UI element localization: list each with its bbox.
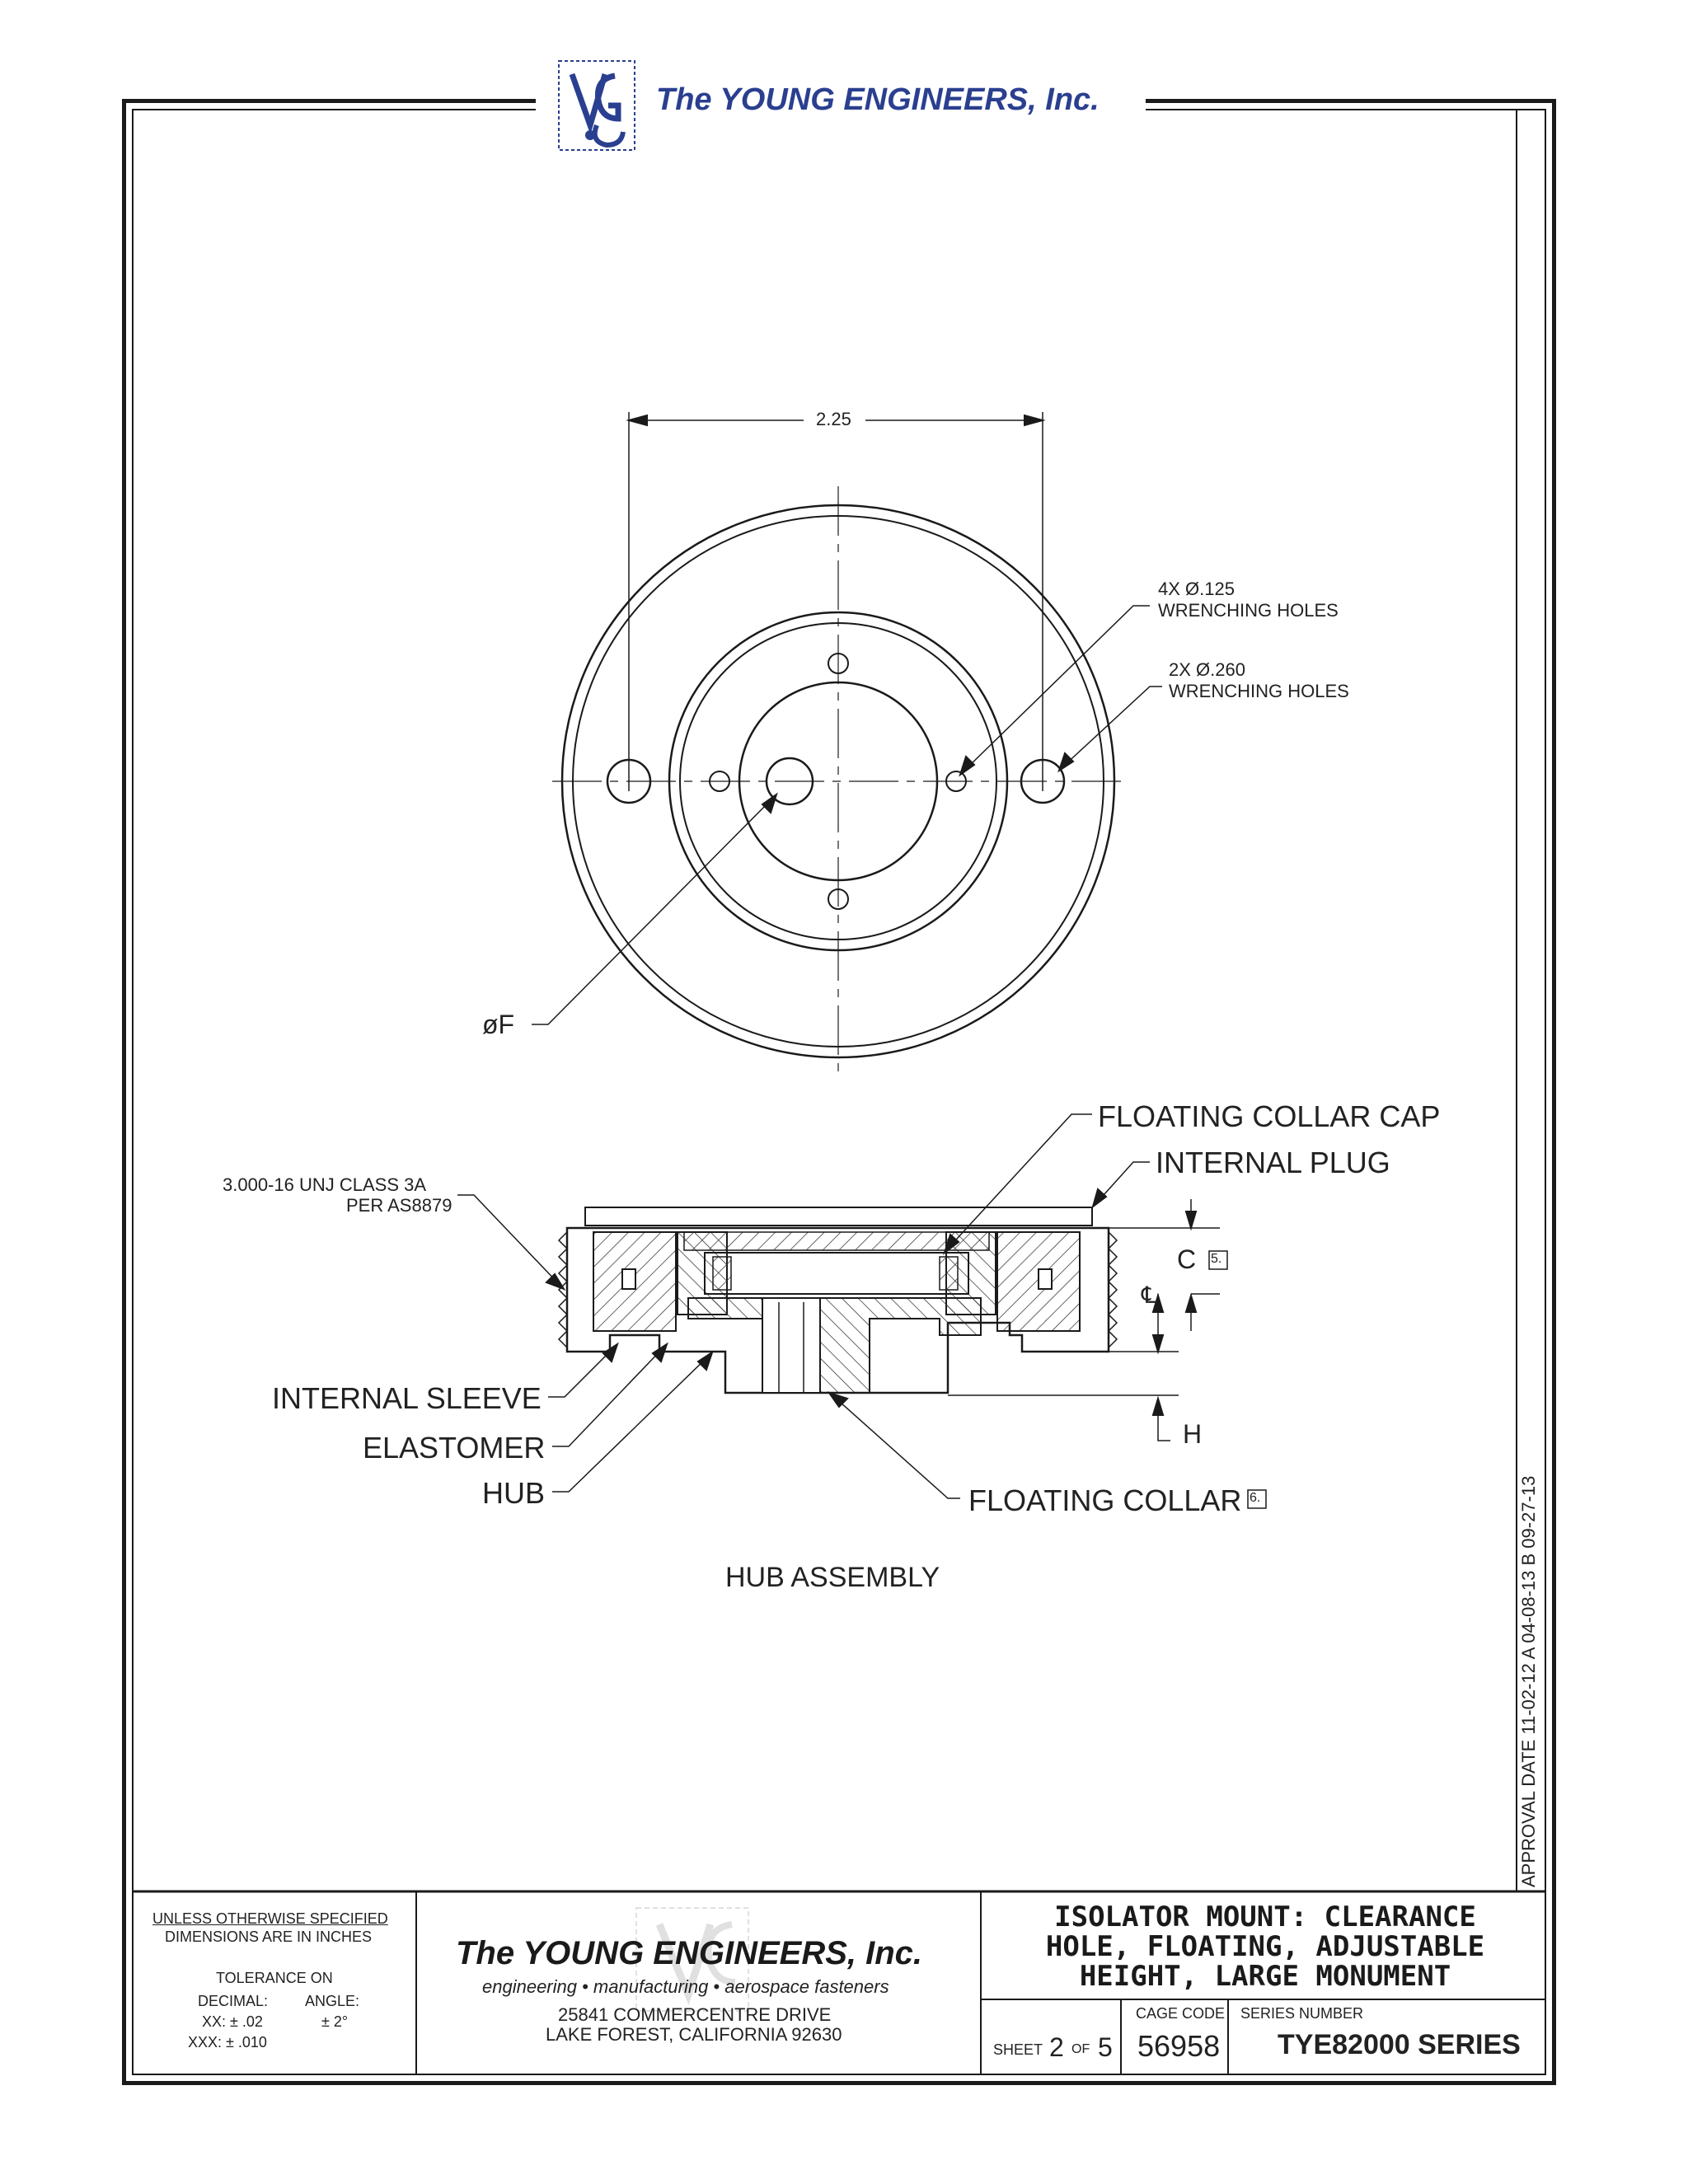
series-number: TYE82000 SERIES	[1278, 2029, 1521, 2060]
address-line2: LAKE FOREST, CALIFORNIA 92630	[546, 2024, 842, 2045]
label-floating-collar: FLOATING COLLAR	[968, 1483, 1242, 1517]
dim-c-label: C	[1177, 1244, 1197, 1274]
label-hub: HUB	[482, 1476, 546, 1510]
drawing-title-line1: ISOLATOR MOUNT: CLEARANCE	[1054, 1900, 1476, 1933]
xx-tolerance: XX: ± .02	[202, 2013, 263, 2030]
dim-width-label: 2.25	[816, 409, 851, 429]
dim-h-label: H	[1183, 1419, 1203, 1449]
angle-label: ANGLE:	[305, 1993, 360, 2009]
label-elastomer: ELASTOMER	[363, 1431, 546, 1465]
dimensions-in: DIMENSIONS ARE IN INCHES	[165, 1929, 373, 1945]
sheet-number: 2	[1049, 2032, 1064, 2062]
drawing-title: ISOLATOR MOUNT: CLEARANCE HOLE, FLOATING…	[985, 1902, 1545, 1991]
thread-spec-line1: 3.000-16 UNJ CLASS 3A	[223, 1174, 427, 1195]
callout-wrench-large-qty: 2X Ø.260	[1169, 659, 1245, 680]
view-title-hub-assembly: HUB ASSEMBLY	[725, 1562, 940, 1593]
thread-spec-line2: PER AS8879	[346, 1195, 452, 1216]
header-band	[536, 49, 1146, 161]
tolerance-on: TOLERANCE ON	[216, 1970, 333, 1986]
label-internal-plug: INTERNAL PLUG	[1156, 1146, 1390, 1179]
drawing-title-line3: HEIGHT, LARGE MONUMENT	[1079, 1960, 1451, 1993]
of-label: OF	[1071, 2042, 1090, 2056]
centerline-symbol: ℄	[1142, 1282, 1156, 1308]
cage-code-label: CAGE CODE	[1136, 2005, 1226, 2022]
decimal-label: DECIMAL:	[198, 1993, 269, 2009]
note-5-label: 5.	[1211, 1252, 1222, 1266]
note-box-5	[1208, 1250, 1228, 1270]
note-6-label: 6.	[1250, 1491, 1261, 1505]
label-floating-collar-cap: FLOATING COLLAR CAP	[1098, 1099, 1441, 1133]
label-internal-sleeve: INTERNAL SLEEVE	[272, 1381, 542, 1415]
note-box-6	[1247, 1489, 1267, 1509]
callout-wrench-large-desc: WRENCHING HOLES	[1169, 681, 1349, 701]
unless-specified: UNLESS OTHERWISE SPECIFIED	[152, 1910, 388, 1927]
drawing-title-line2: HOLE, FLOATING, ADJUSTABLE	[1045, 1930, 1485, 1963]
approval-date: APPROVAL DATE 11-02-12 A 04-08-13 B 09-2…	[1518, 1475, 1539, 1887]
address-line1: 25841 COMMERCENTRE DRIVE	[558, 2004, 832, 2025]
angle-tolerance: ± 2°	[321, 2013, 349, 2030]
callout-wrench-small-qty: 4X Ø.125	[1158, 579, 1235, 599]
title-block-company-name: The YOUNG ENGINEERS, Inc.	[456, 1935, 923, 1971]
company-logo-icon	[558, 60, 635, 151]
dim-diameter-f-label: øF	[482, 1010, 515, 1039]
sheet-total: 5	[1098, 2032, 1113, 2062]
series-number-label: SERIES NUMBER	[1240, 2005, 1364, 2022]
sheet-label: SHEET	[993, 2041, 1043, 2058]
header-company-name: The YOUNG ENGINEERS, Inc.	[656, 82, 1100, 117]
watermark-logo-icon	[635, 1907, 749, 2012]
xxx-tolerance: XXX: ± .010	[188, 2034, 267, 2050]
callout-wrench-small-desc: WRENCHING HOLES	[1158, 600, 1339, 621]
company-tagline: engineering • manufacturing • aerospace …	[482, 1976, 889, 1997]
cage-code: 56958	[1137, 2029, 1221, 2063]
